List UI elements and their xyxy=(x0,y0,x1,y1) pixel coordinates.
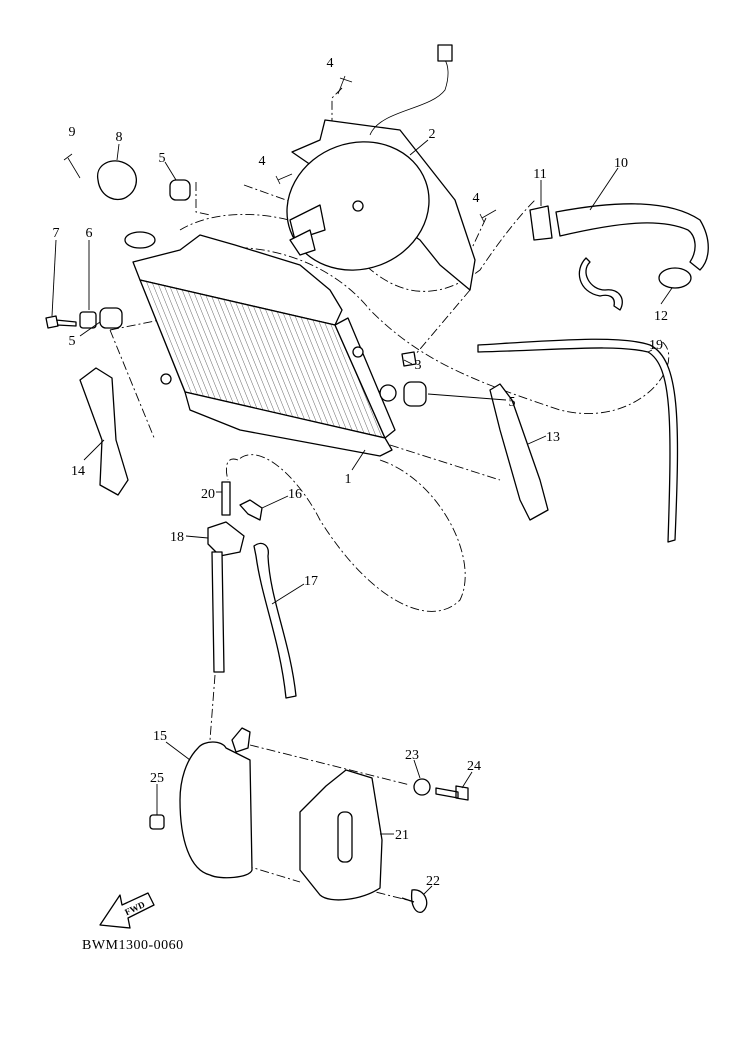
callout-9: 9 xyxy=(69,125,76,140)
callout-17: 17 xyxy=(304,574,318,589)
callout-21: 21 xyxy=(395,828,409,843)
callout-4: 4 xyxy=(259,154,266,169)
part-4-bolt-a xyxy=(337,75,353,95)
callout-15: 15 xyxy=(153,729,167,744)
callout-11: 11 xyxy=(533,167,546,182)
part-2-fan xyxy=(286,44,476,291)
callout-5: 5 xyxy=(159,151,166,166)
callout-25: 25 xyxy=(150,771,164,786)
callout-4: 4 xyxy=(473,191,480,206)
part-19-hose xyxy=(477,338,679,543)
part-5-grommet-c xyxy=(403,381,427,407)
part-22-rivet xyxy=(401,889,428,913)
callout-20: 20 xyxy=(201,487,215,502)
part-15-tank xyxy=(179,741,253,879)
part-5-grommet-a xyxy=(169,179,191,201)
callout-16: 16 xyxy=(288,487,302,502)
part-15-bracket xyxy=(231,727,251,753)
part-8-cap xyxy=(97,160,137,201)
part-13-guard xyxy=(489,383,549,521)
callout-14: 14 xyxy=(71,464,85,479)
part-16-elbow xyxy=(239,499,263,521)
part-18-joint xyxy=(207,521,245,557)
callout-3: 3 xyxy=(415,358,422,373)
part-5-grommet-b xyxy=(99,307,123,329)
callout-5: 5 xyxy=(509,395,516,410)
part-26-clamp xyxy=(578,257,623,311)
part-25-grommet xyxy=(149,814,165,830)
callout-4: 4 xyxy=(327,56,334,71)
callout-18: 18 xyxy=(170,530,184,545)
callout-8: 8 xyxy=(116,130,123,145)
assembly-lines xyxy=(109,87,670,903)
part-23-collar xyxy=(413,778,431,796)
callout-12: 12 xyxy=(654,309,668,324)
part-10-hose xyxy=(555,203,709,271)
part-7-bolt xyxy=(45,315,77,329)
part-3-clip xyxy=(401,351,417,367)
callout-10: 10 xyxy=(614,156,628,171)
callout-24: 24 xyxy=(467,759,481,774)
part-18-hose xyxy=(211,551,225,673)
part-17-hose xyxy=(253,542,297,699)
part-14-bracket xyxy=(79,367,129,496)
callout-6: 6 xyxy=(86,226,93,241)
callout-19: 19 xyxy=(649,338,663,353)
callout-7: 7 xyxy=(53,226,60,241)
callout-5: 5 xyxy=(69,334,76,349)
callout-13: 13 xyxy=(546,430,560,445)
callout-22: 22 xyxy=(426,874,440,889)
callout-23: 23 xyxy=(405,748,419,763)
forward-arrow-icon: FWD xyxy=(99,892,155,929)
part-12-clamp xyxy=(658,267,692,289)
part-1-radiator xyxy=(124,229,397,457)
part-6-collar xyxy=(79,311,97,329)
part-24-bolt xyxy=(435,785,469,801)
small-parts xyxy=(45,75,709,913)
leader-lines xyxy=(51,139,673,895)
part-4-bolt-c xyxy=(479,209,497,223)
part-4-bolt-b xyxy=(275,173,293,185)
diagram-code: BWM1300-0060 xyxy=(82,938,184,953)
callout-labels: 1 2 3 4 4 4 5 5 5 6 7 8 9 10 11 12 13 14… xyxy=(53,56,669,889)
callout-1: 1 xyxy=(345,472,352,487)
part-11-joint xyxy=(529,205,553,241)
part-20-fitting xyxy=(221,481,231,516)
part-9-screw xyxy=(63,153,81,179)
part-21-slot xyxy=(337,811,353,863)
callout-2: 2 xyxy=(429,127,436,142)
